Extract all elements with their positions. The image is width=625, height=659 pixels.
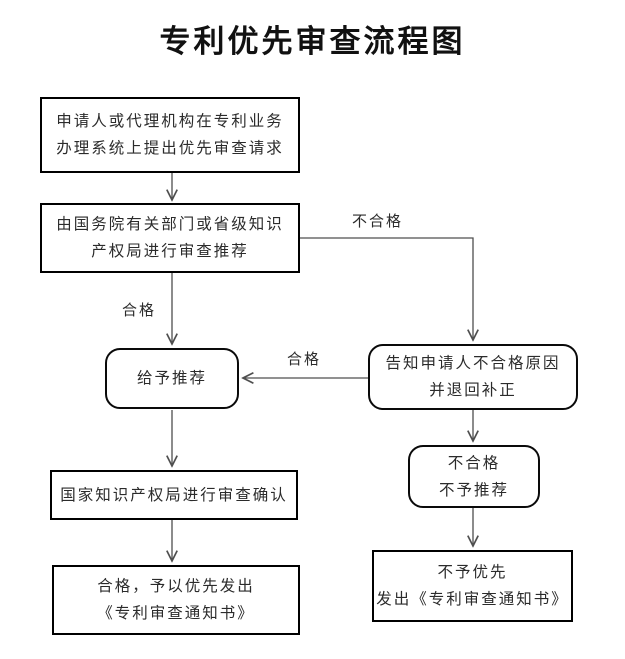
node-fail-line-1: 不予优先 — [437, 563, 508, 581]
node-norecommend: 不合格 不予推荐 — [408, 445, 540, 508]
page-title: 专利优先审查流程图 — [159, 24, 466, 60]
node-norecommend-line-2: 不予推荐 — [438, 480, 509, 499]
node-pass-line-2: 《专利审查通知书》 — [97, 604, 255, 622]
edge-label-notify-pass: 合格 — [287, 350, 322, 368]
node-pass-line-1: 合格，予以优先发出 — [97, 577, 255, 595]
node-grant: 给予推荐 — [105, 348, 239, 409]
node-review-line-2: 产权局进行审查推荐 — [91, 242, 249, 260]
node-notify-line-1: 告知申请人不合格原因 — [385, 354, 561, 372]
node-review: 由国务院有关部门或省级知识 产权局进行审查推荐 — [40, 203, 300, 273]
node-review-line-1: 由国务院有关部门或省级知识 — [56, 215, 284, 233]
node-confirm-line-1: 国家知识产权局进行审查确认 — [60, 485, 288, 504]
edge-review-to-notify — [300, 237, 473, 340]
node-grant-line-1: 给予推荐 — [136, 369, 207, 387]
node-notify: 告知申请人不合格原因 并退回补正 — [368, 344, 578, 410]
node-apply: 申请人或代理机构在专利业务 办理系统上提出优先审查请求 — [40, 97, 300, 173]
edge-label-review-fail: 不合格 — [352, 212, 404, 230]
node-apply-line-2: 办理系统上提出优先审查请求 — [56, 139, 284, 157]
node-apply-line-1: 申请人或代理机构在专利业务 — [56, 112, 284, 130]
node-confirm: 国家知识产权局进行审查确认 — [50, 470, 298, 520]
node-pass: 合格，予以优先发出 《专利审查通知书》 — [52, 565, 300, 635]
node-fail-line-2: 发出《专利审查通知书》 — [376, 590, 569, 608]
edge-label-review-pass: 合格 — [122, 301, 157, 319]
node-fail: 不予优先 发出《专利审查通知书》 — [372, 550, 573, 622]
node-notify-line-2: 并退回补正 — [429, 381, 517, 399]
node-norecommend-line-1: 不合格 — [447, 453, 501, 472]
